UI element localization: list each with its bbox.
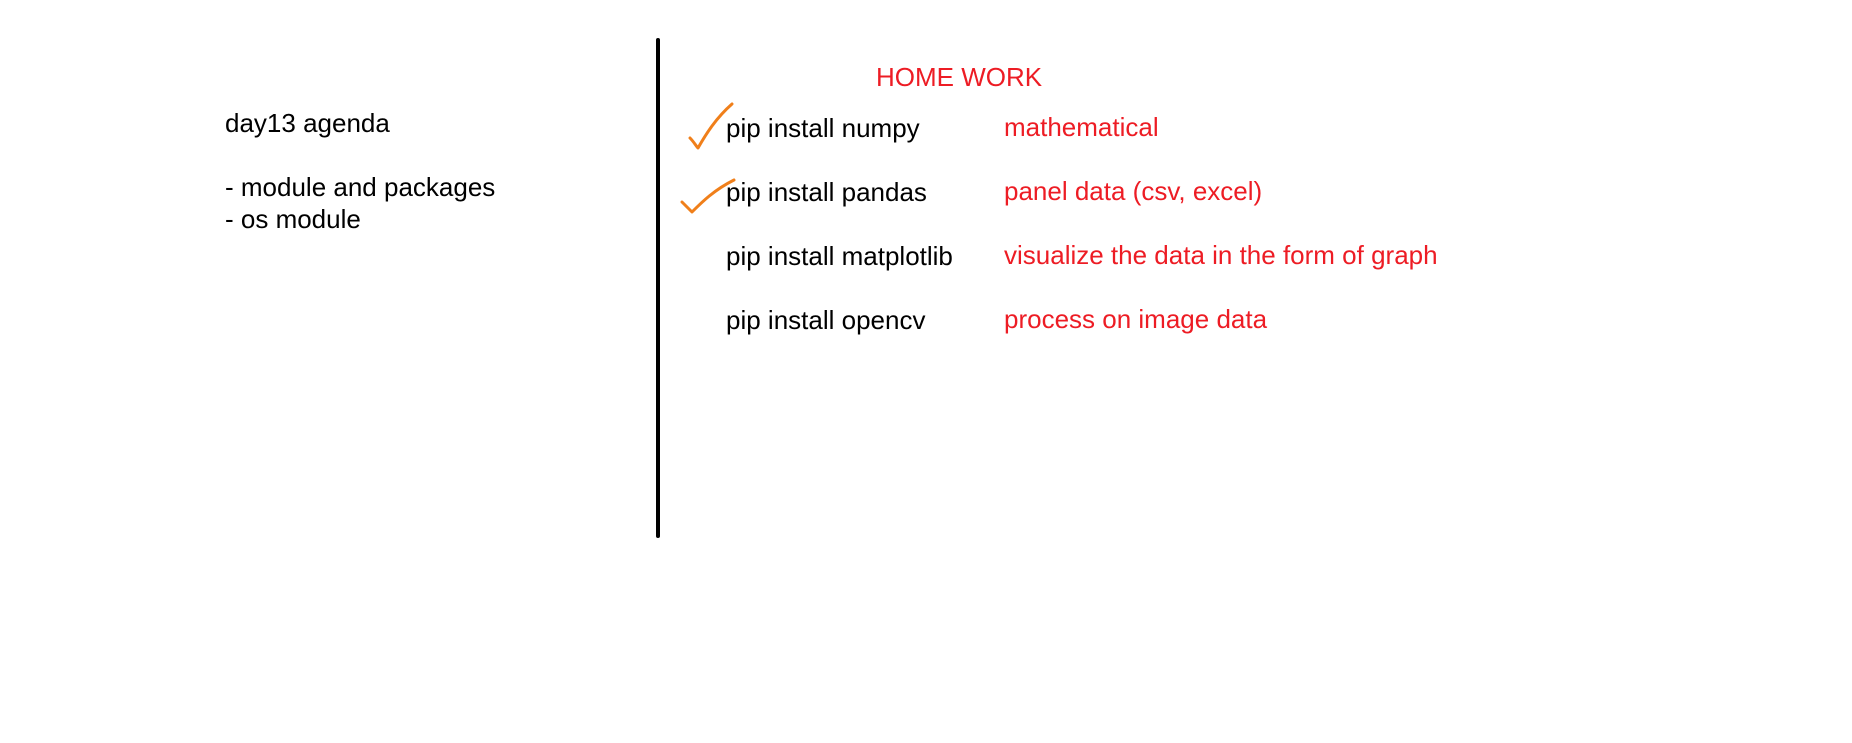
homework-description-numpy: mathematical — [1004, 112, 1159, 142]
agenda-item-modules: - module and packages — [225, 172, 496, 202]
checkmark-icon — [680, 178, 736, 214]
homework-command-opencv: pip install opencv — [726, 305, 926, 335]
homework-description-pandas: panel data (csv, excel) — [1004, 176, 1263, 206]
homework-command-numpy: pip install numpy — [726, 113, 920, 143]
homework-description-opencv: process on image data — [1004, 304, 1268, 334]
homework-description-matplotlib: visualize the data in the form of graph — [1004, 240, 1438, 270]
vertical-divider — [656, 38, 660, 538]
agenda-item-os: - os module — [225, 204, 361, 234]
checkmark-icon — [688, 102, 734, 150]
homework-heading: HOME WORK — [876, 62, 1043, 92]
homework-command-matplotlib: pip install matplotlib — [726, 241, 953, 271]
homework-command-pandas: pip install pandas — [726, 177, 927, 207]
agenda-title: day13 agenda — [225, 108, 390, 138]
